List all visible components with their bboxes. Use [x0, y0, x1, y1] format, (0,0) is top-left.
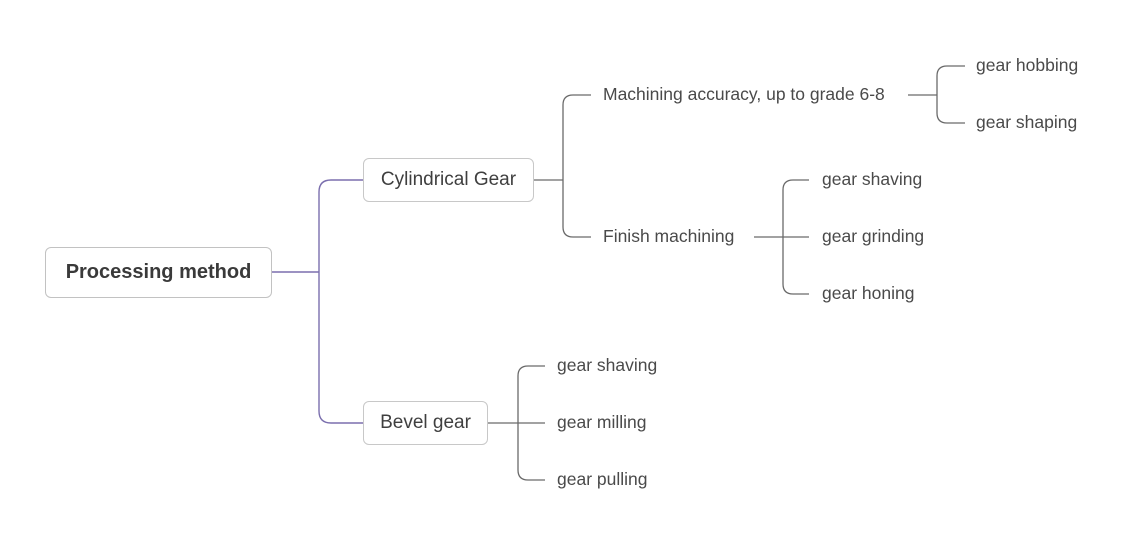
leaf-bevel-gear-milling-label: gear milling — [557, 411, 647, 432]
connector-to-finish-shaving — [782, 179, 809, 237]
root-branch-connectors — [271, 179, 363, 424]
leaf-finish-gear-grinding-label: gear grinding — [822, 225, 925, 246]
leaf-bevel-gear-shaving[interactable]: gear shaving — [557, 353, 657, 377]
root-node-label: Processing method — [65, 261, 252, 283]
finish-machining-node[interactable]: Finish machining — [603, 224, 734, 248]
leaf-finish-gear-grinding[interactable]: gear grinding — [822, 224, 924, 248]
leaf-finish-gear-honing-label: gear honing — [822, 282, 915, 303]
leaf-bevel-gear-pulling-label: gear pulling — [557, 468, 648, 489]
bevel-gear-node[interactable]: Bevel gear — [363, 401, 488, 445]
connector-to-shaping — [936, 95, 965, 124]
leaf-finish-gear-honing[interactable]: gear honing — [822, 281, 914, 305]
leaf-bevel-gear-shaving-label: gear shaving — [557, 354, 658, 375]
connector-to-accuracy — [562, 94, 591, 180]
cylindrical-gear-node[interactable]: Cylindrical Gear — [363, 158, 534, 202]
leaf-bevel-gear-milling[interactable]: gear milling — [557, 410, 646, 434]
connector-root-to-cylindrical — [318, 179, 363, 272]
accuracy-label: Machining accuracy, up to grade 6-8 — [603, 83, 885, 104]
connector-to-bevel-shaving — [517, 365, 545, 423]
finish-machining-label: Finish machining — [603, 225, 735, 246]
cylindrical-gear-label: Cylindrical Gear — [380, 169, 517, 190]
connector-to-finish — [562, 180, 591, 238]
leaf-finish-gear-shaving-label: gear shaving — [822, 168, 923, 189]
leaf-bevel-gear-pulling[interactable]: gear pulling — [557, 467, 647, 491]
leaf-gear-shaping-label: gear shaping — [976, 111, 1078, 132]
leaf-gear-hobbing-label: gear hobbing — [976, 54, 1079, 75]
leaf-gear-shaping[interactable]: gear shaping — [976, 110, 1077, 134]
sub-branch-connectors — [488, 65, 965, 481]
bevel-gear-label: Bevel gear — [380, 412, 471, 433]
leaf-gear-hobbing[interactable]: gear hobbing — [976, 53, 1078, 77]
root-node[interactable]: Processing method — [45, 247, 272, 298]
accuracy-node[interactable]: Machining accuracy, up to grade 6-8 — [603, 82, 885, 106]
leaf-finish-gear-shaving[interactable]: gear shaving — [822, 167, 922, 191]
connector-to-finish-honing — [782, 237, 809, 295]
connector-root-to-bevel — [318, 272, 363, 424]
connector-to-hobbing — [936, 65, 965, 95]
connector-to-bevel-pulling — [517, 423, 545, 481]
